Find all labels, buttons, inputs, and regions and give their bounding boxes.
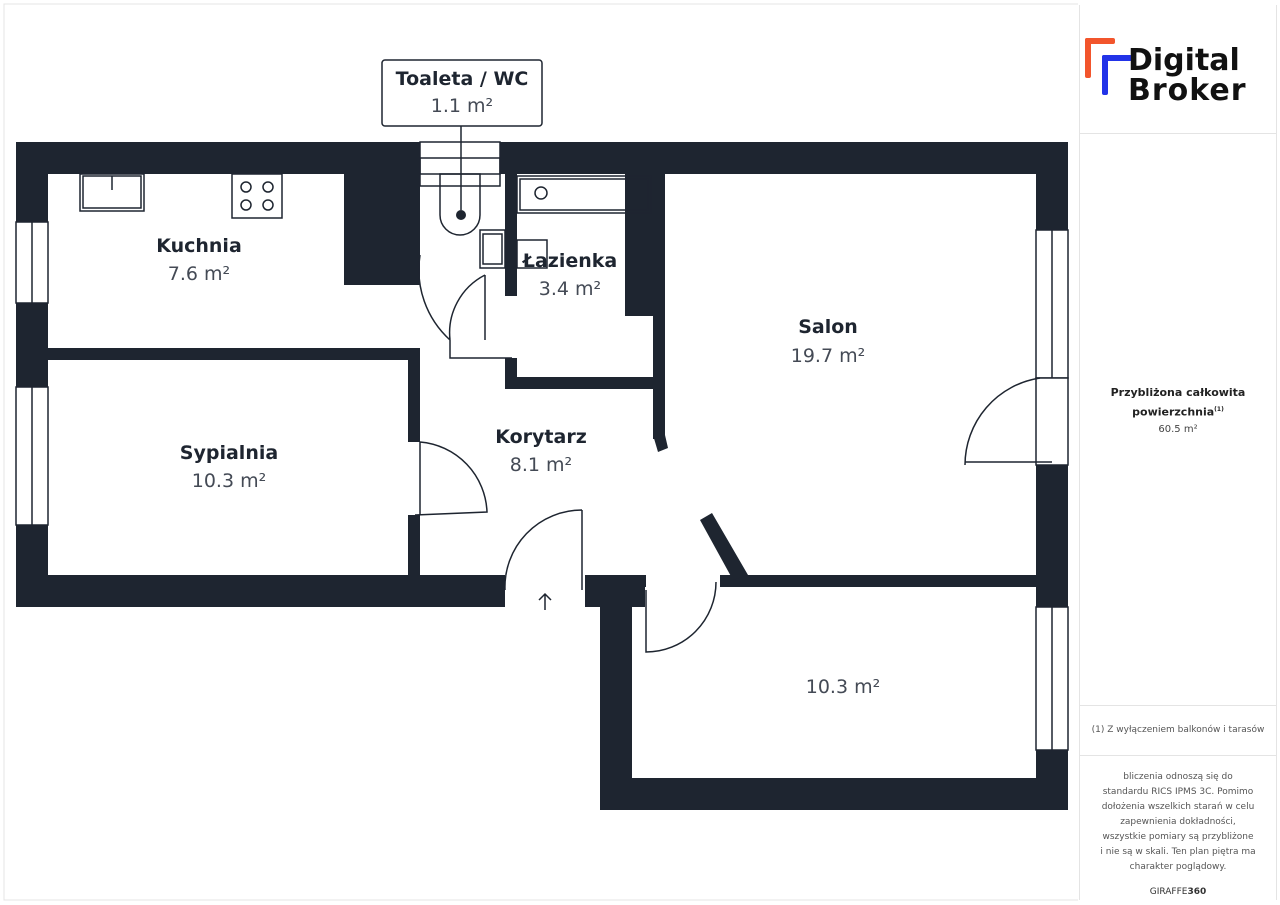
room-labels: Kuchnia 7.6 m² Łazienka 3.4 m² Salon 19.… — [156, 235, 880, 698]
giraffe360-brand: GIRAFFE360 — [1080, 885, 1276, 900]
callout-area: 1.1 m² — [431, 95, 493, 117]
logo-text-1: Digital — [1128, 43, 1240, 78]
room-area-lazienka: 3.4 m² — [539, 278, 601, 300]
total-sup: (1) — [1214, 406, 1224, 413]
total-area-value: 60.5 m² — [1158, 423, 1198, 435]
disclaimer-section: bliczenia odnoszą się do standardu RICS … — [1080, 755, 1276, 901]
logo-text-2: Broker — [1128, 73, 1247, 108]
room-name-korytarz: Korytarz — [495, 426, 587, 448]
floor-plan: Toaleta / WC 1.1 m² Kuchnia 7.6 m² Łazie… — [3, 3, 1078, 901]
fixtures — [79, 157, 652, 269]
doors — [414, 254, 1052, 653]
room-area-salon: 19.7 m² — [791, 345, 865, 367]
walls — [16, 142, 1068, 810]
room-name-salon: Salon — [798, 316, 858, 338]
total-label-2: powierzchnia — [1132, 405, 1215, 419]
total-area-section: Przybliżona całkowita powierzchnia(1) 60… — [1080, 133, 1276, 704]
total-label-1: Przybliżona całkowita — [1110, 386, 1246, 399]
footnote: (1) Z wyłączeniem balkonów i tarasów — [1080, 705, 1276, 754]
info-panel: Digital Broker Przybliżona całkowita pow… — [1079, 5, 1277, 900]
disclaimer: bliczenia odnoszą się do standardu RICS … — [1100, 772, 1256, 872]
callout-name: Toaleta / WC — [396, 68, 529, 90]
room-area-korytarz: 8.1 m² — [510, 454, 572, 476]
room-area-kuchnia: 7.6 m² — [168, 263, 230, 285]
room-area-sypialnia: 10.3 m² — [192, 470, 266, 492]
callout-toaleta: Toaleta / WC 1.1 m² — [381, 59, 543, 158]
brand-b: 360 — [1187, 887, 1207, 897]
room-area-bedroom2: 10.3 m² — [806, 676, 880, 698]
room-name-sypialnia: Sypialnia — [180, 442, 278, 464]
digital-broker-logo: Digital Broker — [1080, 5, 1276, 133]
brand-a: GIRAFFE — [1149, 887, 1188, 897]
room-name-lazienka: Łazienka — [522, 250, 617, 272]
room-name-kuchnia: Kuchnia — [156, 235, 242, 257]
